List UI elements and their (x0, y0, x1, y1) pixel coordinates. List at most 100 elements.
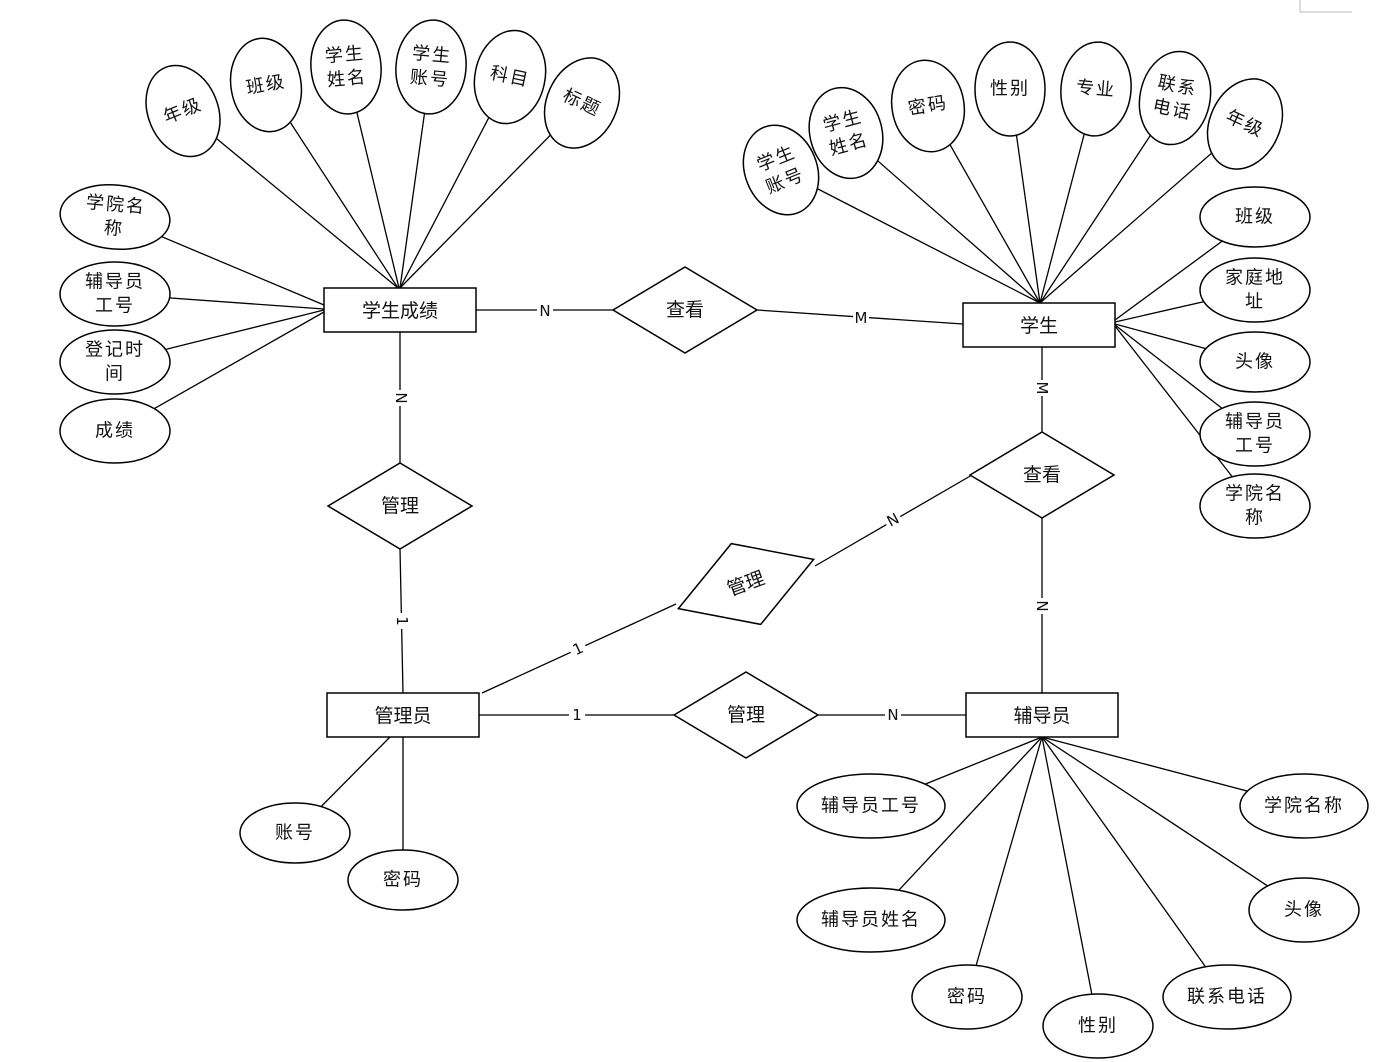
attribute-label: 辅导员姓名 (821, 910, 921, 931)
relationship-label: 管理 (381, 495, 419, 517)
cardinality-bg (1033, 380, 1051, 396)
entity-score: 学生成绩 (323, 287, 477, 333)
relationship-label: 查看 (666, 299, 704, 321)
attribute-label: 工号 (95, 296, 135, 317)
attribute-ellipse (1239, 773, 1369, 839)
attribute-label: 间 (105, 364, 125, 385)
attribute-score-counselor-id: 辅导员工号 (59, 261, 171, 327)
attribute-label: 学生 (324, 43, 366, 67)
attr-line-student-student-account (780, 169, 1041, 304)
attribute-label: 班级 (1235, 207, 1275, 228)
attribute-label: 性别 (990, 79, 1030, 100)
attribute-label: 联系电话 (1187, 987, 1267, 1008)
attribute-ellipse (742, 124, 820, 216)
attribute-ellipse (1162, 964, 1292, 1030)
attribute-label: 成绩 (95, 421, 135, 442)
relationship-label: 管理 (727, 704, 765, 726)
attribute-label: 辅导员 (85, 272, 145, 293)
attribute-counselor-avatar: 头像 (1248, 877, 1360, 943)
entity-label: 辅导员 (1013, 705, 1070, 727)
attribute-ellipse (1060, 41, 1132, 137)
attribute-label: 性别 (1078, 1016, 1118, 1037)
attr-line-score-grade (182, 110, 399, 289)
cardinality-bg (1033, 598, 1051, 614)
attribute-label: 址 (1245, 292, 1265, 313)
attribute-counselor-counselor-id: 辅导员工号 (796, 773, 946, 839)
attribute-ellipse (347, 849, 459, 911)
attribute-label: 学院名 (85, 192, 147, 218)
relationship-rel-student-counselor: 查看 (968, 431, 1116, 519)
relationship-diamond (326, 462, 474, 550)
attribute-student-phone: 联系电话 (1138, 50, 1212, 146)
attribute-label: 姓名 (326, 67, 368, 91)
cardinality-bg (853, 309, 869, 327)
relationship-rel-admin-student: 管理 (676, 542, 816, 626)
attribute-score-score-value: 成绩 (59, 398, 171, 464)
attribute-ellipse (974, 41, 1046, 137)
attribute-label: 称 (1245, 508, 1265, 529)
relationship-label: 查看 (1023, 464, 1061, 486)
attribute-ellipse (229, 37, 303, 133)
attribute-label: 账号 (275, 823, 315, 844)
attribute-label: 学院名 (1225, 484, 1285, 505)
relationship-diamond (676, 542, 816, 626)
attribute-label: 头像 (1284, 900, 1324, 921)
attr-line-counselor-phone (1041, 736, 1228, 998)
cardinality-admin-counselor-counselor-side: N (887, 706, 898, 724)
attribute-admin-password: 密码 (347, 849, 459, 911)
attr-line-student-grade (1039, 123, 1246, 304)
attr-line-student-student-name (845, 132, 1041, 304)
attribute-ellipse (145, 64, 221, 158)
attribute-label: 头像 (1235, 352, 1275, 373)
attribute-label: 账号 (409, 67, 451, 91)
attr-line-counselor-avatar (1041, 736, 1305, 911)
cardinality-student-counselor-student-side: M (1033, 382, 1051, 395)
cardinality-bg (392, 390, 410, 406)
cardinality-bg (393, 613, 411, 629)
entity-box (962, 302, 1116, 348)
cardinality-admin-score-admin-side: 1 (393, 616, 411, 626)
attr-line-counselor-counselor-name (870, 736, 1043, 921)
attribute-ellipse (796, 887, 946, 953)
attribute-ellipse (1199, 401, 1311, 467)
connector-lines (114, 66, 1305, 1027)
attribute-ellipse (1206, 78, 1284, 170)
entity-box (323, 287, 477, 333)
attribute-ellipse (1138, 50, 1212, 146)
attr-line-student-college-name (1114, 325, 1256, 507)
cardinality-admin-counselor-admin-side: 1 (572, 706, 582, 724)
attr-line-counselor-gender (1041, 736, 1099, 1027)
relationship-diamond (968, 431, 1116, 519)
attribute-ellipse (239, 802, 351, 864)
attribute-label: 密码 (947, 987, 987, 1008)
attribute-ellipse (1199, 257, 1311, 323)
cardinality-score-student-student-side: M (855, 309, 868, 327)
relationship-rel-score-student: 查看 (611, 266, 759, 354)
attribute-label: 辅导员工号 (821, 796, 921, 817)
cardinality-admin-score-score-side: N (392, 392, 410, 403)
relationship-rel-admin-counselor: 管理 (672, 671, 820, 759)
page-corner-mark (1299, 0, 1352, 13)
cardinality-score-student-score-side: N (539, 302, 550, 320)
attribute-score-subject: 科目 (473, 29, 547, 125)
entity-label: 学生成绩 (362, 300, 438, 322)
entity-box (965, 692, 1119, 738)
attribute-score-class: 班级 (229, 37, 303, 133)
attribute-student-college-name: 学院名称 (1199, 473, 1311, 539)
relationship-rel-admin-score: 管理 (326, 462, 474, 550)
attribute-label: 学生 (411, 43, 453, 67)
attribute-ellipse (890, 59, 966, 153)
attribute-ellipse (59, 398, 171, 464)
attribute-label: 学院名称 (1264, 796, 1344, 817)
attribute-ellipse (543, 57, 621, 149)
cardinality-bg (537, 302, 553, 320)
cardinality-bg (566, 637, 590, 661)
attribute-ellipse (796, 773, 946, 839)
attribute-ellipse (1199, 186, 1311, 248)
relationship-diamond (672, 671, 820, 759)
cardinality-bg (885, 706, 901, 724)
